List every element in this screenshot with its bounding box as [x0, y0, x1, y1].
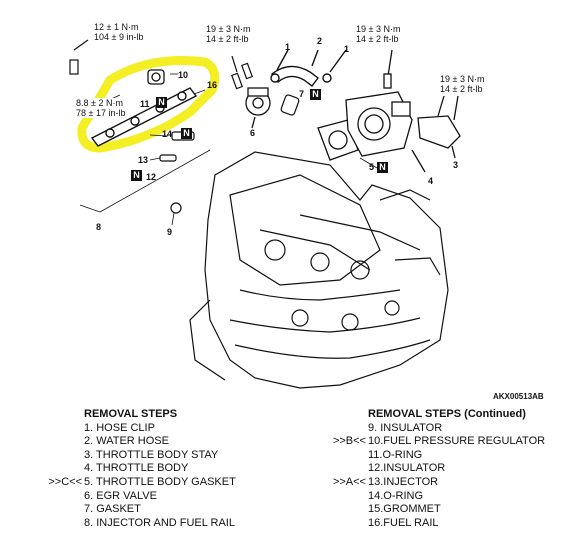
diagram-code: AKX00513AB [493, 392, 544, 401]
egr-gasket [280, 94, 300, 116]
insulator [170, 202, 182, 214]
callout-16: 16 [207, 80, 218, 90]
callout-11: 11 [140, 99, 150, 109]
callout-13: 13 [138, 155, 149, 165]
removal-steps: REMOVAL STEPS 1. HOSE CLIP 2. WATER HOSE… [32, 408, 272, 530]
callout-1b: 1 [344, 44, 350, 54]
throttle-body [345, 49, 426, 173]
egr-valve [245, 87, 271, 129]
callout-5: 5 [369, 162, 375, 172]
callout-12: 12 [146, 172, 157, 182]
removal-step: >>C<<5. THROTTLE BODY GASKET [48, 475, 236, 488]
removal-step: 12.INSULATOR [368, 462, 446, 475]
removal-step: 6. EGR VALVE [84, 489, 157, 502]
callout-7: 7 [299, 89, 305, 99]
removal-step: >>B<<10.FUEL PRESSURE REGULATOR [332, 435, 546, 448]
engine-exploded-view [69, 39, 461, 389]
callout-4: 4 [428, 176, 434, 186]
callout-6: 6 [250, 128, 256, 138]
callout-14: 14 [162, 129, 173, 139]
removal-step: 7. GASKET [84, 503, 141, 516]
removal-step: 3. THROTTLE BODY STAY [84, 448, 219, 461]
removal-steps-continued: REMOVAL STEPS (Continued) 9. INSULATOR >… [316, 408, 566, 530]
throttle-body-stay [417, 95, 461, 159]
callout-2: 2 [317, 36, 323, 46]
callout-1: 1 [285, 42, 291, 52]
n-marker: N [181, 128, 192, 139]
n-marker: N [377, 162, 388, 173]
water-hose [270, 49, 347, 87]
fuel-pressure-regulator [147, 69, 165, 85]
callout-8: 8 [96, 222, 102, 232]
engine-block [189, 151, 449, 389]
callout-10: 10 [178, 70, 189, 80]
removal-step: >>A<<13.INJECTOR [332, 475, 439, 488]
callout-3: 3 [453, 160, 459, 170]
removal-steps-continued-title: REMOVAL STEPS (Continued) [368, 408, 526, 420]
removal-steps-title: REMOVAL STEPS [84, 408, 178, 420]
bolt-torque-1 [69, 39, 89, 75]
removal-step: 2. WATER HOSE [84, 435, 169, 448]
removal-step: 9. INSULATOR [368, 421, 443, 434]
n-marker: N [131, 170, 142, 181]
removal-step: 15.GROMMET [368, 503, 441, 516]
n-marker: N [310, 89, 321, 100]
removal-step: 14.O-RING [368, 489, 424, 502]
removal-step: 11.O-RING [368, 448, 423, 461]
removal-step: 4. THROTTLE BODY [84, 462, 189, 475]
n-marker: N [156, 97, 167, 108]
fuel-rail-highlight [77, 56, 220, 153]
callout-9: 9 [167, 227, 173, 237]
removal-step: 1. HOSE CLIP [84, 421, 155, 434]
removal-step: 16.FUEL RAIL [368, 516, 439, 529]
removal-step: 8. INJECTOR AND FUEL RAIL [84, 516, 235, 529]
